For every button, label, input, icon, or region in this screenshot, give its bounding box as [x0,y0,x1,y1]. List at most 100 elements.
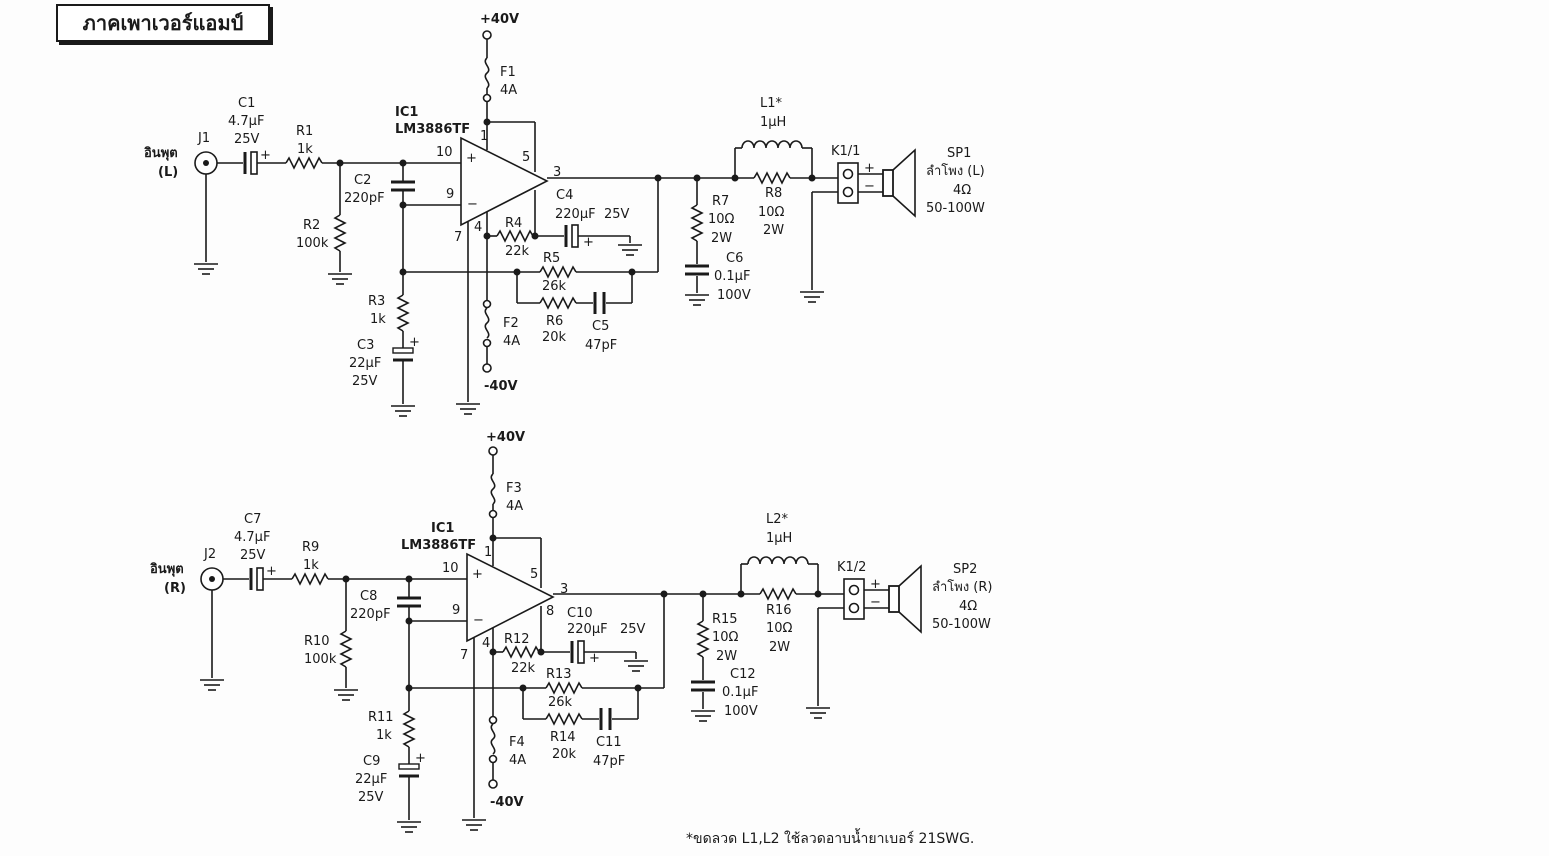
svg-text:อินพุต: อินพุต [150,562,184,577]
r-fbgnd-value: 1k [370,312,386,327]
svg-text:26k: 26k [542,279,567,294]
svg-text:26k: 26k [548,695,573,710]
svg-text:L2*: L2* [766,512,789,527]
svg-text:10Ω: 10Ω [708,212,735,227]
svg-text:+: + [466,151,477,166]
svg-text:10Ω: 10Ω [766,621,793,636]
svg-text:25V: 25V [240,548,266,563]
svg-text:10: 10 [442,561,459,576]
svg-text:C10: C10 [567,606,593,621]
speaker-sp2 [888,585,900,613]
svg-text:47pF: 47pF [593,754,625,769]
c-in-value: 4.7µF [228,114,264,129]
svg-text:LM3886TF: LM3886TF [401,538,476,553]
svg-text:R7: R7 [712,194,729,209]
svg-text:SP1: SP1 [947,146,971,161]
svg-text:+40V: +40V [486,430,525,445]
svg-text:100k: 100k [304,652,337,667]
svg-text:22k: 22k [511,661,536,676]
svg-text:F1: F1 [500,65,516,80]
footnote: *ขดลวด L1,L2 ใช้ลวดอาบน้ำยาเบอร์ 21SWG. [686,831,975,847]
svg-text:+: + [260,148,271,163]
svg-text:R4: R4 [505,216,522,231]
svg-text:2W: 2W [769,640,790,655]
svg-text:ลำโพง (R): ลำโพง (R) [932,579,992,595]
svg-text:R6: R6 [546,314,563,329]
channel-right: อินพุต (R) J2 + C7 4.7µF 25V R9 1k R10 1… [150,430,992,833]
svg-text:R8: R8 [765,186,782,201]
svg-text:47pF: 47pF [585,338,617,353]
svg-text:100V: 100V [717,288,751,303]
svg-text:4A: 4A [506,499,523,514]
svg-text:0.1µF: 0.1µF [714,269,750,284]
svg-text:SP2: SP2 [953,562,977,577]
opamp-ic1 [460,136,549,227]
svg-text:20k: 20k [542,330,567,345]
svg-text:2W: 2W [763,223,784,238]
svg-text:C6: C6 [726,251,743,266]
svg-text:50-100W: 50-100W [932,617,991,632]
svg-text:10Ω: 10Ω [712,630,739,645]
svg-text:2W: 2W [711,231,732,246]
svg-text:7: 7 [460,648,468,663]
svg-text:9: 9 [446,187,454,202]
svg-text:K1/1: K1/1 [831,144,860,159]
svg-text:4.7µF: 4.7µF [234,530,270,545]
svg-text:(R): (R) [164,581,186,596]
c-in-ref: C1 [238,96,255,111]
svg-text:−: − [864,179,875,194]
svg-text:+: + [472,567,483,582]
svg-text:5: 5 [530,567,538,582]
c-fbgnd-ref: C3 [357,338,374,353]
svg-text:25V: 25V [358,790,384,805]
svg-text:ลำโพง (L): ลำโพง (L) [926,163,985,179]
svg-text:25V: 25V [604,207,630,222]
svg-text:C12: C12 [730,667,756,682]
svg-text:−: − [870,595,881,610]
jack-ref: J1 [197,131,210,146]
svg-text:R11: R11 [368,710,394,725]
svg-text:22k: 22k [505,244,530,259]
svg-text:220µF: 220µF [555,207,596,222]
svg-text:+: + [583,235,594,250]
svg-text:+: + [589,651,600,666]
svg-text:1k: 1k [303,558,319,573]
svg-text:4A: 4A [503,334,520,349]
r-in-value: 1k [297,142,313,157]
svg-text:1k: 1k [376,728,392,743]
svg-text:C8: C8 [360,589,377,604]
svg-text:R16: R16 [766,603,792,618]
svg-text:R15: R15 [712,612,738,627]
ic-part: LM3886TF [395,122,470,137]
input-side: (L) [158,165,178,180]
c-filter-value: 220pF [344,191,385,206]
r-in-ref: R1 [296,124,313,139]
r-bias-ref: R2 [303,218,320,233]
svg-text:4A: 4A [509,753,526,768]
svg-text:4Ω: 4Ω [959,599,977,614]
svg-text:1µH: 1µH [760,115,786,130]
r-bias-value: 100k [296,236,329,251]
svg-text:25V: 25V [620,622,646,637]
svg-text:C9: C9 [363,754,380,769]
svg-text:R12: R12 [504,632,530,647]
svg-text:7: 7 [454,230,462,245]
svg-text:F2: F2 [503,316,519,331]
svg-text:50-100W: 50-100W [926,201,985,216]
page-title: ภาคเพาเวอร์แอมป์ [82,11,244,35]
svg-text:5: 5 [522,150,530,165]
svg-text:+: + [415,751,426,766]
svg-text:C5: C5 [592,319,609,334]
c-filter-ref: C2 [354,173,371,188]
svg-text:22µF: 22µF [355,772,387,787]
svg-text:−: − [473,613,484,628]
svg-text:100V: 100V [724,704,758,719]
svg-text:F4: F4 [509,735,525,750]
svg-text:R10: R10 [304,634,330,649]
svg-text:8: 8 [546,604,554,619]
svg-text:0.1µF: 0.1µF [722,685,758,700]
channel-left: อินพุต (L) J1 + C1 4.7µF 25V R1 1k R2 10… [144,12,985,417]
supply-pos: +40V [480,12,519,27]
svg-text:10: 10 [436,145,453,160]
supply-neg: -40V [484,379,518,394]
